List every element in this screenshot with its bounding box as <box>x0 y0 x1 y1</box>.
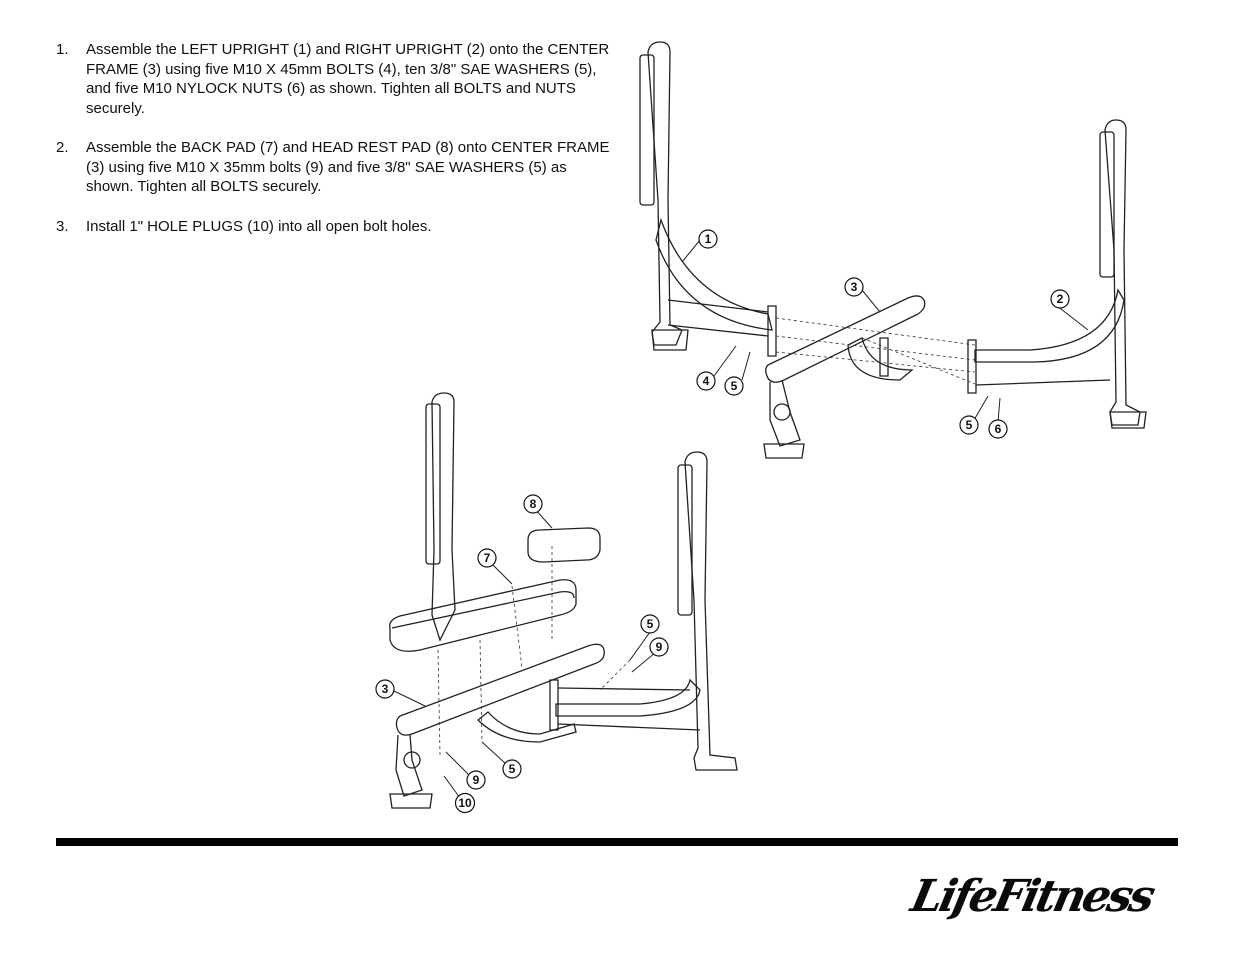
instruction-step: 3. Install 1" HOLE PLUGS (10) into all o… <box>56 217 618 237</box>
callout-5: 5 <box>959 415 979 435</box>
callout-label: 5 <box>647 617 654 631</box>
callout-10: 10 <box>454 792 476 814</box>
callout-label: 7 <box>484 551 491 565</box>
callout-label: 2 <box>1057 292 1064 306</box>
step-text: Install 1" HOLE PLUGS (10) into all open… <box>86 217 432 235</box>
life-fitness-logo: LifeFitness <box>906 871 1157 922</box>
callout-leader-lines <box>391 239 1089 799</box>
callout-label: 5 <box>731 379 738 393</box>
alignment-lines <box>437 317 976 756</box>
callout-5: 5 <box>640 614 660 634</box>
instruction-list: 1. Assemble the LEFT UPRIGHT (1) and RIG… <box>56 40 618 256</box>
callout-8: 8 <box>523 494 543 514</box>
callout-label: 1 <box>705 232 712 246</box>
step-number: 1. <box>56 41 69 58</box>
callout-4: 4 <box>696 371 716 391</box>
footer-rule <box>56 838 1178 846</box>
exploded-view-illustration <box>389 41 1147 809</box>
callout-label: 5 <box>509 762 516 776</box>
callout-label: 6 <box>995 422 1002 436</box>
callout-9: 9 <box>466 770 486 790</box>
callout-label: 10 <box>458 796 472 810</box>
callout-7: 7 <box>477 548 497 568</box>
callout-5: 5 <box>724 376 744 396</box>
callout-5: 5 <box>502 759 522 779</box>
callout-1: 1 <box>698 229 718 249</box>
callout-3: 3 <box>844 277 864 297</box>
instruction-step: 2. Assemble the BACK PAD (7) and HEAD RE… <box>56 138 618 197</box>
callout-3: 3 <box>375 679 395 699</box>
step-text: Assemble the BACK PAD (7) and HEAD REST … <box>86 139 610 195</box>
callout-label: 9 <box>656 640 663 654</box>
callout-label: 3 <box>851 280 858 294</box>
callout-label: 3 <box>382 682 389 696</box>
step-text: Assemble the LEFT UPRIGHT (1) and RIGHT … <box>86 41 610 117</box>
callout-9: 9 <box>649 637 669 657</box>
callout-label: 4 <box>703 374 710 388</box>
step-number: 3. <box>56 217 69 235</box>
callout-6: 6 <box>988 419 1008 439</box>
step-number: 2. <box>56 139 69 156</box>
callout-label: 5 <box>966 418 973 432</box>
instruction-step: 1. Assemble the LEFT UPRIGHT (1) and RIG… <box>56 40 618 118</box>
callout-label: 9 <box>473 773 480 787</box>
callout-label: 8 <box>530 497 537 511</box>
callout-2: 2 <box>1050 289 1070 309</box>
